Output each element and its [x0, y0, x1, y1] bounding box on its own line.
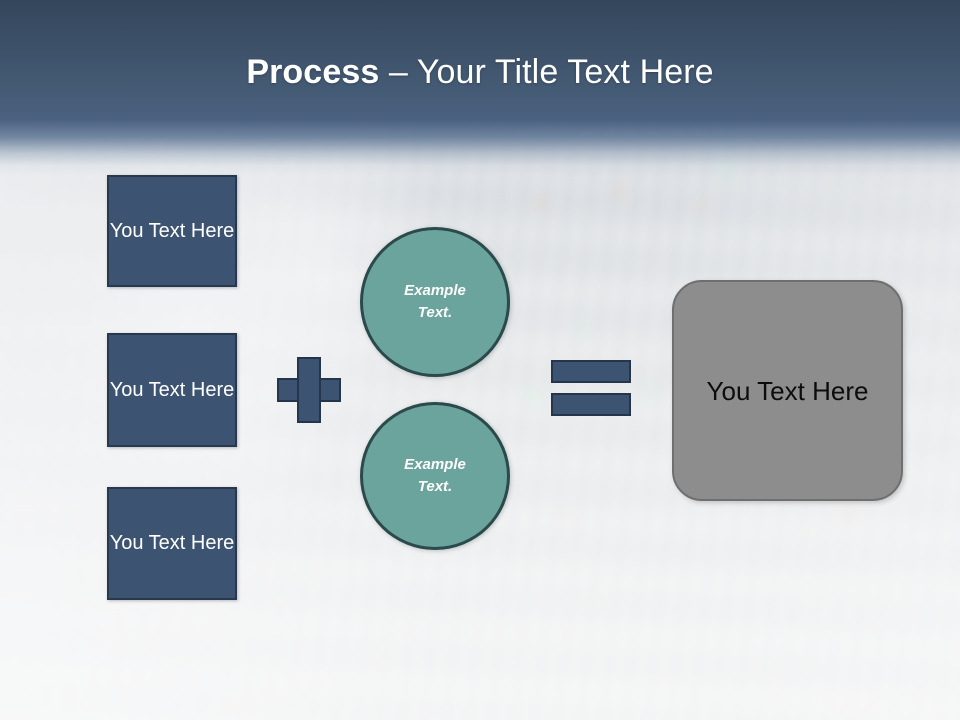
result-box-label: You Text Here: [706, 375, 869, 406]
page-title-bold: Process: [246, 53, 380, 91]
equals-icon-bottom-bar: [551, 393, 631, 416]
input-box-2-label: You Text Here: [109, 378, 235, 401]
input-box-1-label: You Text Here: [109, 219, 235, 242]
modifier-circle-1[interactable]: Example Text.: [360, 227, 510, 377]
plus-icon: [277, 357, 341, 423]
plus-icon-center-patch: [299, 380, 319, 400]
page-title-rest: – Your Title Text Here: [379, 53, 714, 91]
input-box-3[interactable]: You Text Here: [107, 487, 237, 600]
modifier-circle-1-line1: Example: [404, 282, 466, 299]
result-box[interactable]: You Text Here: [672, 280, 903, 501]
input-box-2[interactable]: You Text Here: [107, 333, 237, 447]
equals-icon-top-bar: [551, 360, 631, 383]
equals-icon: [551, 360, 631, 416]
input-box-3-label: You Text Here: [109, 532, 235, 554]
page-title: Process – Your Title Text Here: [0, 52, 960, 92]
input-box-1[interactable]: You Text Here: [107, 175, 237, 287]
modifier-circle-2-line1: Example: [404, 456, 466, 473]
modifier-circle-2-line2: Text.: [417, 478, 453, 495]
modifier-circle-2[interactable]: Example Text.: [360, 402, 510, 550]
modifier-circle-1-line2: Text.: [417, 304, 453, 321]
